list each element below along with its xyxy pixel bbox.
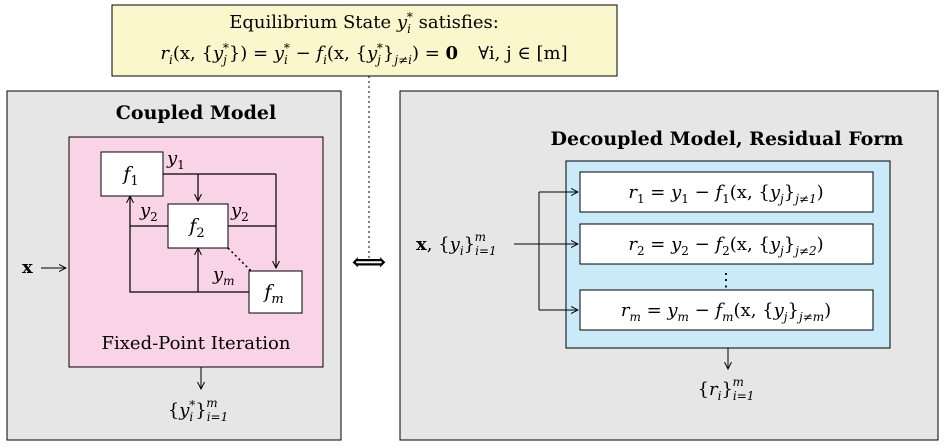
node-f1	[100, 151, 164, 197]
node-f1-label: f1	[121, 163, 138, 189]
edge-label-y2-right: y2	[230, 200, 249, 224]
node-f2	[167, 203, 229, 249]
edge-label-ym: ym	[212, 264, 235, 288]
residual-eq-1: r1 = y1 − f1(x, {yj}j≠1)	[628, 182, 823, 206]
equilibrium-line-2: ri(x, {yj*}) = yi* − fi(x, {yj*}j≠i) = 0…	[160, 41, 567, 67]
decoupled-input: x, {yi}i=1m	[416, 230, 497, 258]
coupled-output: {yi*}i=1m	[168, 396, 228, 424]
edge-f2-fm-dotted	[227, 247, 252, 272]
equivalence-arrow: ⟺	[352, 247, 386, 276]
residual-eq-m: rm = ym − fm(x, {yj}j≠m)	[621, 300, 831, 324]
residual-box-2	[579, 223, 874, 265]
residual-vdots: ⋮	[717, 270, 735, 291]
residual-box-1	[579, 171, 874, 213]
edge-fm-loop	[130, 196, 249, 293]
node-fm-label: fm	[262, 281, 283, 307]
node-f2-label: f2	[187, 215, 204, 241]
decoupled-output: {ri}i=1m	[698, 375, 755, 403]
decoupled-title: Decoupled Model, Residual Form	[551, 128, 904, 150]
coupled-title: Coupled Model	[116, 102, 276, 124]
coupled-input-x: x	[22, 257, 33, 278]
equilibrium-note	[111, 4, 618, 77]
edge-label-y2-left: y2	[139, 200, 158, 224]
node-fm	[248, 270, 303, 314]
residual-eq-2: r2 = y2 − f2(x, {yj}j≠2)	[628, 234, 823, 258]
fixed-point-caption: Fixed-Point Iteration	[102, 333, 291, 354]
residual-box-m	[579, 289, 874, 331]
equilibrium-line-1: Equilibrium State yi* satisfies:	[229, 10, 499, 36]
edge-label-y1: y1	[166, 148, 185, 172]
